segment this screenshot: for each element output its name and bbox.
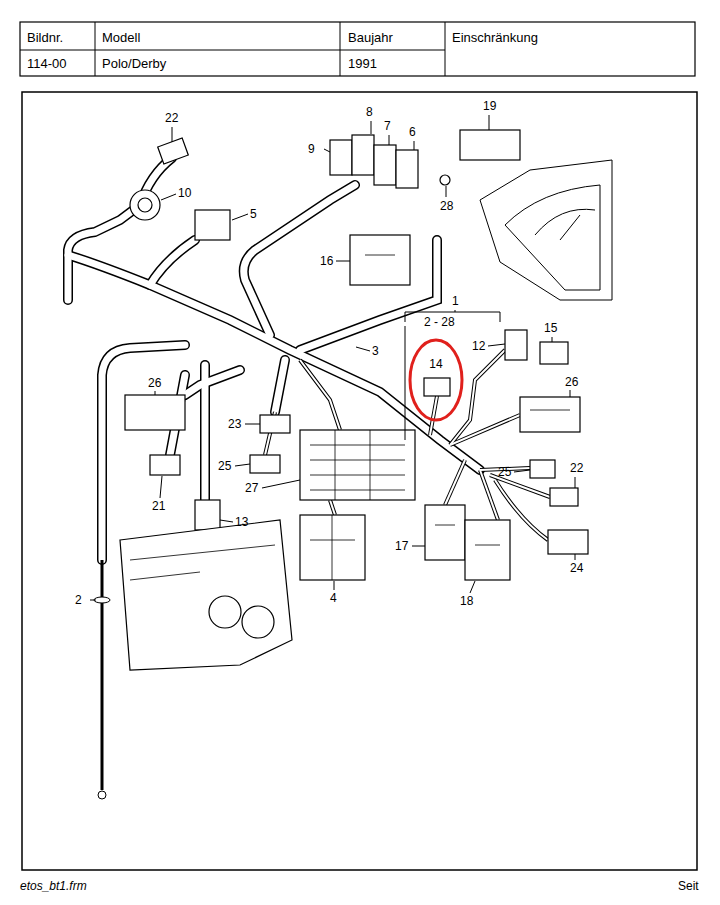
callout-number: 24 [570,562,583,574]
callout-number: 25 [498,466,511,478]
header-cell: Bildnr. [27,31,63,44]
callout-number: 15 [544,322,557,334]
header-cell: 114-00 [27,57,67,70]
callout-number: 2 - 28 [424,316,455,328]
highlight-outline [408,338,464,422]
callout-number: 7 [384,120,391,132]
header-cell: 1991 [348,57,377,70]
callout-number: 9 [308,143,315,155]
callout-number: 17 [395,540,408,552]
callout-number: 16 [320,255,333,267]
header-cell: Einschränkung [452,31,538,44]
callout-number: 27 [245,482,258,494]
callout-number: 26 [148,377,161,389]
callout-number: 2 [75,594,82,606]
footer-text: Seit [678,880,699,892]
highlight-circle: 14 [408,338,464,422]
callout-number: 21 [152,500,165,512]
callout-number: 19 [483,100,496,112]
callout-number: 12 [472,340,485,352]
callout-number: 28 [440,200,453,212]
callout-number: 8 [366,106,373,118]
highlight-ellipse [410,340,462,420]
callout-number: 6 [409,126,416,138]
callout-number: 5 [250,208,257,220]
callout-number: 23 [228,418,241,430]
callout-number: 25 [218,460,231,472]
callout-number: 14 [408,358,464,370]
callout-number: 18 [460,595,473,607]
header-cell: Baujahr [348,31,393,44]
callout-number: 13 [235,516,248,528]
footer-text: etos_bt1.frm [20,880,87,892]
callout-number: 1 [452,295,459,307]
callout-number: 10 [178,187,191,199]
callout-number: 4 [330,592,337,604]
callout-number: 3 [372,345,379,357]
header-cell: Polo/Derby [102,57,166,70]
header-cell: Modell [102,31,140,44]
callout-number: 22 [165,112,178,124]
callout-number: 26 [565,376,578,388]
callout-number: 22 [570,462,583,474]
